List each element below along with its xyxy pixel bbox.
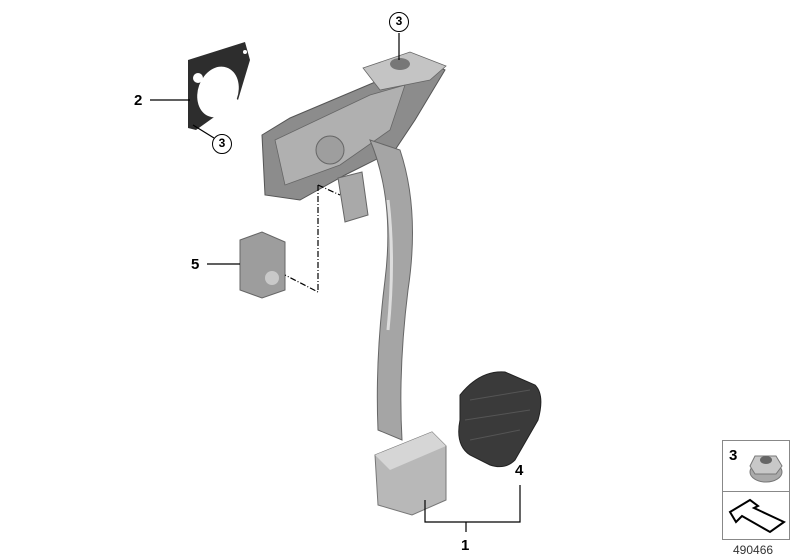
pedal-pad-part-4 bbox=[458, 371, 542, 468]
document-number: 490466 bbox=[733, 543, 774, 557]
pedal-assembly-part-1 bbox=[261, 51, 447, 516]
leader-lines bbox=[150, 33, 521, 532]
callout-4: 4 bbox=[515, 462, 524, 479]
callout-1: 1 bbox=[461, 537, 470, 554]
callout-2: 2 bbox=[134, 92, 143, 109]
legend-item-number: 3 bbox=[729, 447, 738, 464]
flange-nut-icon bbox=[749, 455, 783, 483]
legend-box: 3 bbox=[722, 440, 790, 540]
callout-3-top: 3 bbox=[389, 12, 409, 32]
clip-part-5 bbox=[239, 231, 286, 299]
callout-3-gasket: 3 bbox=[212, 134, 232, 154]
arrow-symbol-icon bbox=[728, 498, 786, 534]
legend-item-3: 3 bbox=[723, 441, 789, 492]
callout-5: 5 bbox=[191, 256, 200, 273]
gasket-part-2 bbox=[188, 42, 250, 130]
